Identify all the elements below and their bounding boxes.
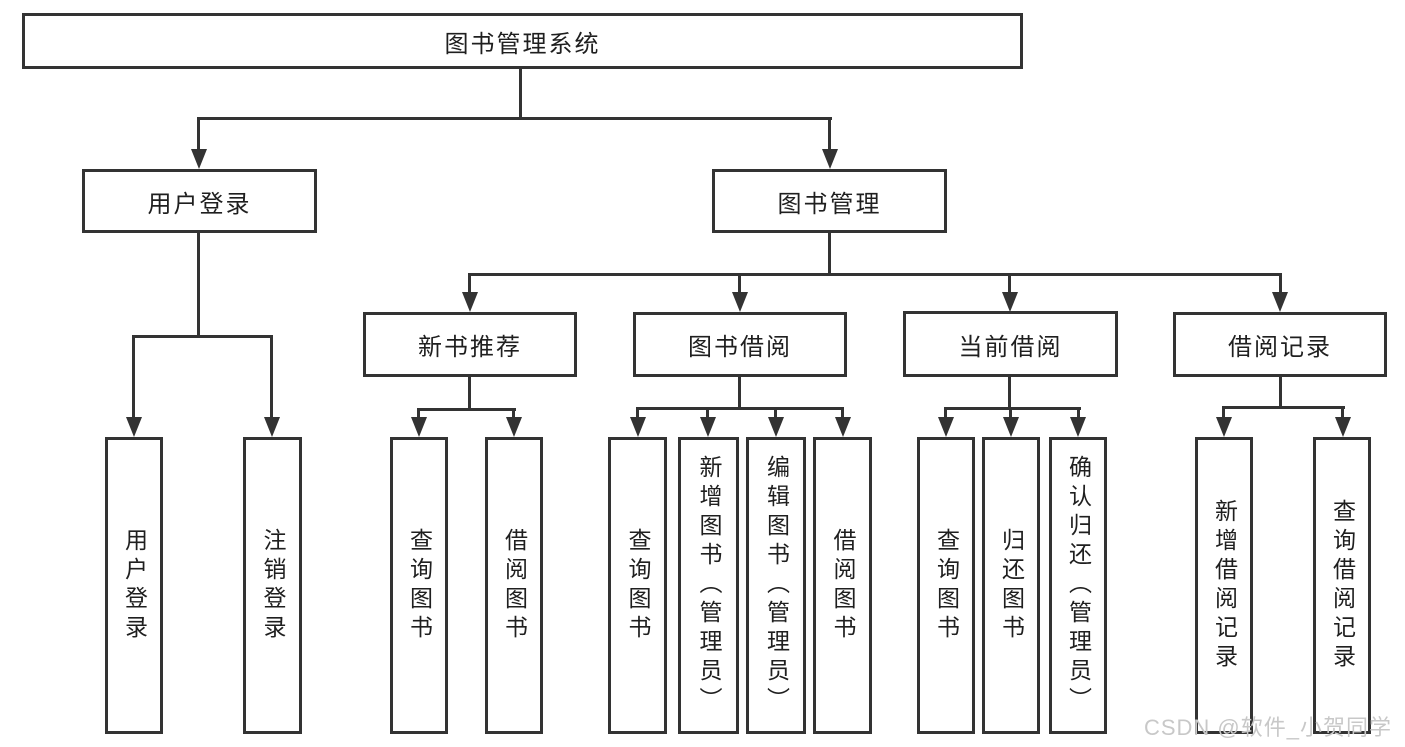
arrow-down-icon <box>1272 292 1288 312</box>
connector-line <box>828 117 831 151</box>
arrow-down-icon <box>938 417 954 437</box>
leaf-edit-book-admin: 编辑图书（管理员） <box>746 437 806 734</box>
connector-line <box>944 407 947 419</box>
node-label: 注销登录 <box>260 527 286 644</box>
arrow-down-icon <box>191 149 207 169</box>
connector-line <box>738 273 741 294</box>
node-label: 图书管理 <box>777 190 882 218</box>
node-label: 借阅图书 <box>501 527 528 644</box>
node-label: 借阅记录 <box>1228 334 1332 361</box>
connector-line <box>841 407 844 419</box>
connector-line <box>1222 406 1345 409</box>
node-label: 归还图书 <box>998 527 1025 644</box>
connector-line <box>468 377 471 408</box>
leaf-query-books-recommend: 查询图书 <box>390 437 448 734</box>
arrow-down-icon <box>126 417 142 437</box>
node-label: 用户登录 <box>121 527 148 644</box>
connector-line <box>1008 273 1011 294</box>
leaf-query-books-borrowing: 查询图书 <box>608 437 667 734</box>
connector-line <box>1222 406 1225 419</box>
arrow-down-icon <box>1002 292 1018 312</box>
arrow-down-icon <box>822 149 838 169</box>
node-label: 查询借阅记录 <box>1329 498 1356 673</box>
node-book-management: 图书管理 <box>712 169 947 233</box>
node-label: 查询图书 <box>625 527 651 644</box>
connector-line <box>197 117 200 151</box>
arrow-down-icon <box>630 417 646 437</box>
node-label: 用户登录 <box>147 190 252 218</box>
arrow-down-icon <box>732 292 748 312</box>
connector-line <box>512 408 515 419</box>
node-label: 确认归还（管理员） <box>1065 455 1092 716</box>
connector-line <box>1279 273 1282 294</box>
leaf-query-borrow-record: 查询借阅记录 <box>1313 437 1371 734</box>
connector-line <box>738 377 741 407</box>
node-label: 新增借阅记录 <box>1211 498 1238 673</box>
arrow-down-icon <box>768 417 784 437</box>
connector-line <box>774 407 777 419</box>
connector-line <box>417 408 420 419</box>
connector-line <box>828 233 831 275</box>
node-book-borrowing: 图书借阅 <box>633 312 847 377</box>
leaf-confirm-return-admin: 确认归还（管理员） <box>1049 437 1107 734</box>
node-label: 新书推荐 <box>418 334 522 361</box>
connector-line <box>197 117 832 120</box>
connector-line <box>468 273 1282 276</box>
node-label: 图书管理系统 <box>444 30 601 58</box>
connector-line <box>197 233 200 335</box>
connector-line <box>132 335 135 419</box>
node-current-borrowing: 当前借阅 <box>903 311 1118 377</box>
arrow-down-icon <box>264 417 280 437</box>
node-label: 借阅图书 <box>830 527 856 644</box>
node-label: 编辑图书（管理员） <box>763 455 790 716</box>
connector-line <box>706 407 709 419</box>
connector-line <box>270 335 273 419</box>
node-label: 新增图书（管理员） <box>696 455 722 716</box>
connector-line <box>1341 406 1344 419</box>
arrow-down-icon <box>1216 417 1232 437</box>
leaf-add-book-admin: 新增图书（管理员） <box>678 437 739 734</box>
csdn-watermark: CSDN @软件_小贺同学 <box>1143 715 1392 740</box>
leaf-user-login: 用户登录 <box>105 437 163 734</box>
leaf-return-books: 归还图书 <box>982 437 1040 734</box>
leaf-logout: 注销登录 <box>243 437 302 734</box>
node-new-book-recommend: 新书推荐 <box>363 312 577 377</box>
connector-line <box>1009 407 1012 419</box>
connector-line <box>1077 407 1080 419</box>
connector-line <box>132 335 273 338</box>
node-label: 图书借阅 <box>688 334 792 361</box>
arrow-down-icon <box>1003 417 1019 437</box>
node-label: 查询图书 <box>933 527 960 644</box>
node-user-login: 用户登录 <box>82 169 317 233</box>
arrow-down-icon <box>1335 417 1351 437</box>
leaf-add-borrow-record: 新增借阅记录 <box>1195 437 1253 734</box>
leaf-borrow-books: 借阅图书 <box>813 437 872 734</box>
connector-line <box>1008 377 1011 407</box>
arrow-down-icon <box>506 417 522 437</box>
connector-line <box>636 407 844 410</box>
node-borrowing-records: 借阅记录 <box>1173 312 1387 377</box>
arrow-down-icon <box>411 417 427 437</box>
arrow-down-icon <box>835 417 851 437</box>
connector-line <box>944 407 1081 410</box>
connector-line <box>417 408 516 411</box>
leaf-query-books-current: 查询图书 <box>917 437 975 734</box>
arrow-down-icon <box>462 292 478 312</box>
node-label: 查询图书 <box>406 527 433 644</box>
leaf-borrow-books-recommend: 借阅图书 <box>485 437 543 734</box>
connector-line <box>468 273 471 294</box>
connector-line <box>519 66 522 118</box>
arrow-down-icon <box>1070 417 1086 437</box>
node-label: 当前借阅 <box>958 333 1063 361</box>
connector-line <box>1279 377 1282 406</box>
node-library-system: 图书管理系统 <box>22 13 1023 69</box>
connector-line <box>636 407 639 419</box>
arrow-down-icon <box>700 417 716 437</box>
